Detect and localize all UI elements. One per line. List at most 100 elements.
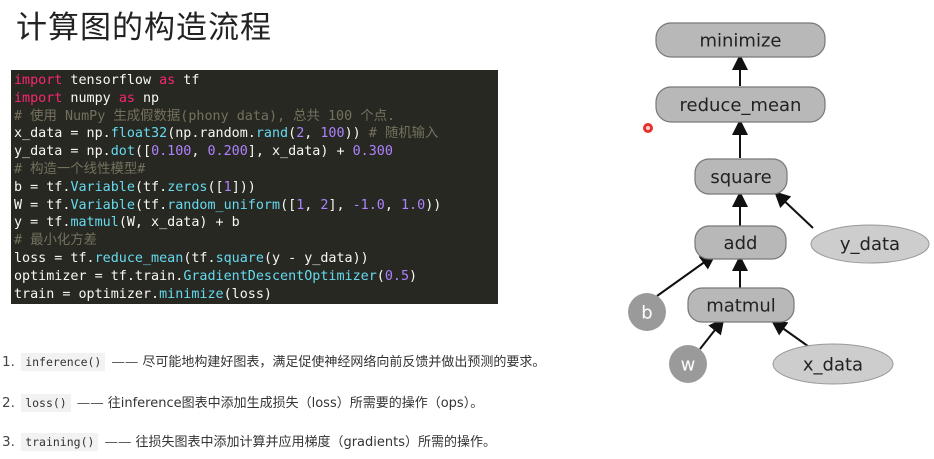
code-token: loss = tf. [14, 250, 95, 266]
code-token: Variable [70, 179, 135, 195]
code-block: import tensorflow as tf import numpy as n… [11, 70, 498, 304]
code-token: # 构造一个线性模型# [14, 161, 146, 177]
code-token: ([ [134, 144, 152, 160]
code-line: optimizer = tf.train.GradientDescentOpti… [14, 268, 495, 286]
code-token: b = tf. [14, 179, 71, 195]
code-token: import [14, 73, 63, 88]
code-token: 0.5 [384, 268, 410, 284]
code-token: )) [425, 197, 442, 213]
code-line: import numpy as np [14, 90, 495, 108]
code-token: 0.200 [207, 144, 248, 160]
code-token: 2 [320, 197, 329, 213]
code-line: # 最小化方差 [14, 232, 495, 250]
code-token: train = optimizer. [14, 286, 160, 302]
code-token: 100 [320, 126, 345, 142]
node-add: add [694, 225, 787, 260]
code-token: np [134, 90, 160, 106]
code-line: train = optimizer.minimize(loss) [14, 286, 495, 304]
code-token: 2 [296, 126, 305, 142]
code-token: Variable [70, 197, 135, 213]
code-line: x_data = np.float32(np.random.rand(2, 10… [14, 125, 495, 143]
code-token: ])) [231, 179, 256, 195]
code-token: tf [175, 73, 200, 88]
code-line: loss = tf.reduce_mean(tf.square(y - y_da… [14, 250, 495, 268]
code-token: 0.100 [151, 144, 192, 160]
code-token: -1.0 [352, 197, 385, 213]
node-y-data-label: y_data [840, 234, 900, 255]
code-token: as [118, 90, 135, 106]
code-token: ([ [207, 179, 224, 195]
code-token: y_data = np. [14, 144, 111, 160]
code-token: import [14, 90, 63, 106]
code-token: GradientDescentOptimizer [183, 268, 377, 284]
code-token: dot [110, 144, 135, 160]
code-token: ([ [280, 197, 297, 213]
graph-edges [656, 54, 814, 350]
laser-pointer-dot [643, 123, 653, 133]
code-token: , [304, 126, 321, 142]
code-token: rand [255, 126, 289, 142]
code-token: (tf. [134, 179, 168, 195]
node-square-label: square [710, 167, 771, 188]
code-token: ], x_data) + [247, 144, 353, 160]
edge-ydata-to-square [774, 191, 814, 229]
code-token: 1.0 [401, 197, 426, 213]
node-x-data-label: x_data [803, 355, 863, 376]
code-token: # 随机输入 [368, 126, 439, 142]
node-w-label: w [681, 355, 696, 376]
code-line: W = tf.Variable(tf.random_uniform([1, 2]… [14, 197, 495, 215]
edge-xdata-to-matmul [770, 319, 813, 350]
code-token: (loss) [223, 286, 272, 302]
code-token: ], [328, 197, 353, 213]
code-token: )) [344, 126, 369, 142]
code-token: W = tf. [14, 197, 71, 213]
code-line: y_data = np.dot([0.100, 0.200], x_data) … [14, 143, 495, 161]
code-token: (W, x_data) + b [118, 215, 240, 231]
code-token: (tf. [183, 250, 216, 266]
node-reduce-mean: reduce_mean [655, 86, 826, 123]
code-token: as [159, 73, 176, 88]
code-token: optimizer = tf.train. [14, 268, 184, 284]
node-square: square [694, 158, 788, 195]
node-b: b [628, 293, 666, 331]
code-token: x_data = np. [14, 126, 111, 142]
code-token: 1 [296, 197, 305, 213]
node-matmul: matmul [687, 287, 795, 323]
code-token: tensorflow [62, 73, 160, 88]
code-token: # 最小化方差 [14, 233, 98, 249]
code-token: square [215, 250, 264, 266]
code-token: ( [376, 268, 385, 284]
edge-w-to-matmul [699, 317, 725, 350]
code-line: y = tf.matmul(W, x_data) + b [14, 214, 495, 232]
code-line: b = tf.Variable(tf.zeros([1])) [14, 179, 495, 197]
code-token: , [384, 197, 401, 213]
code-token: random_uniform [167, 197, 281, 213]
slide-title: 计算图的构造流程 [16, 10, 272, 46]
code-token: zeros [167, 179, 208, 195]
code-token: float32 [110, 126, 168, 142]
node-minimize-label: minimize [699, 31, 781, 52]
code-token: 0.300 [352, 144, 393, 160]
edge-b-to-add [656, 253, 717, 297]
code-token: ( [288, 126, 297, 142]
node-y-data: y_data [810, 224, 930, 264]
code-token: (np.random. [167, 126, 256, 142]
code-line: # 构造一个线性模型# [14, 161, 495, 179]
node-x-data: x_data [772, 343, 894, 385]
node-minimize: minimize [655, 22, 826, 58]
code-token: , [191, 144, 208, 160]
code-token: reduce_mean [94, 250, 184, 266]
code-token: matmul [70, 215, 119, 231]
code-token: , [304, 197, 321, 213]
code-token: ) [409, 268, 418, 284]
code-token: y = tf. [14, 215, 71, 231]
code-token: # 使用 NumPy 生成假数据(phony data), 总共 100 个点. [14, 108, 396, 124]
node-b-label: b [641, 303, 652, 324]
code-line: # 使用 NumPy 生成假数据(phony data), 总共 100 个点. [14, 108, 495, 126]
code-token: numpy [62, 90, 119, 106]
node-w: w [669, 345, 707, 383]
code-token: minimize [159, 286, 224, 302]
node-add-label: add [724, 233, 758, 254]
code-token: (tf. [134, 197, 168, 213]
